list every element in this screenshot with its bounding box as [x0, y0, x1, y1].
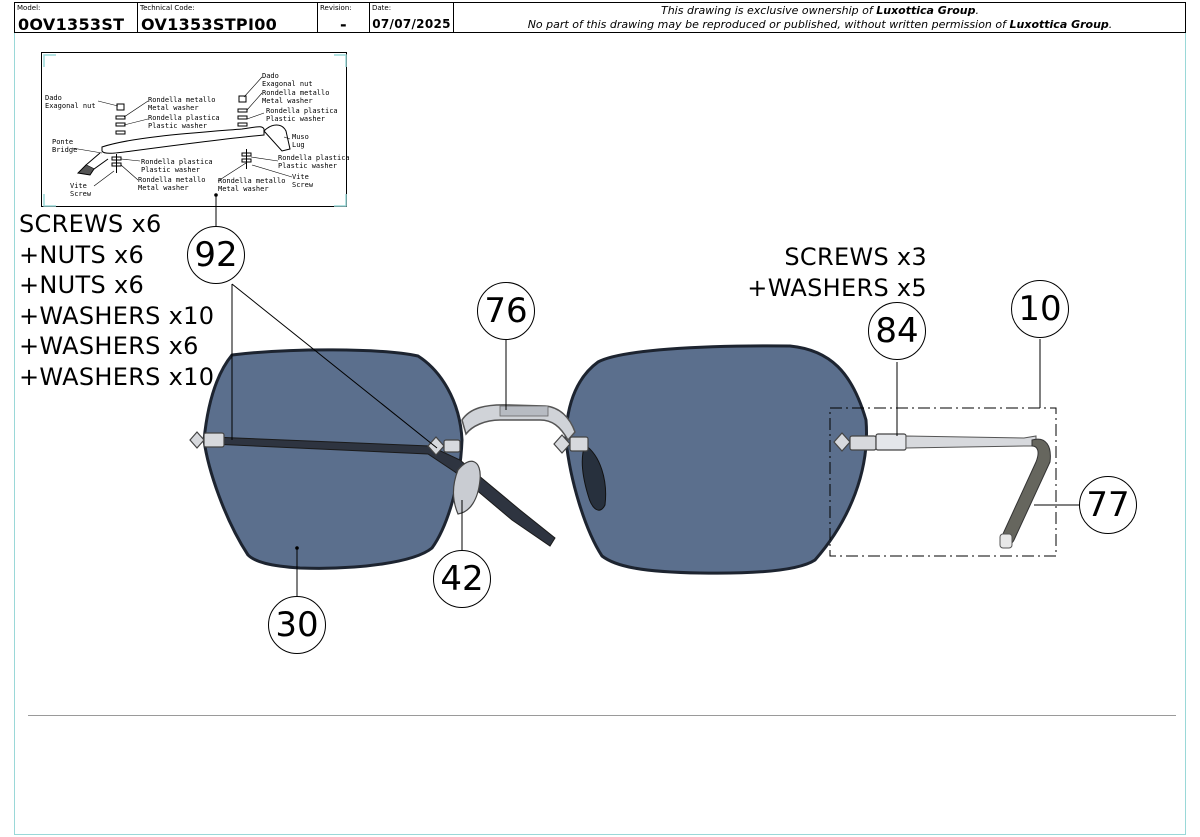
model-cell: Model: 0OV1353ST	[14, 2, 138, 34]
technical-code-label: Technical Code:	[140, 4, 195, 12]
technical-code-cell: Technical Code: OV1353STPI00	[138, 2, 318, 34]
revision-label: Revision:	[320, 4, 352, 12]
model-value: 0OV1353ST	[18, 15, 125, 34]
date-label: Date:	[372, 4, 392, 12]
temple-detail-box	[829, 407, 1057, 557]
right-nose-pad	[581, 444, 607, 511]
left-inner-stud	[427, 436, 461, 456]
note-line: +WASHERS x10	[19, 301, 215, 330]
callout-84: 84	[868, 302, 926, 360]
callout-92: 92	[187, 226, 245, 284]
footer-divider	[28, 715, 1176, 716]
model-label: Model:	[17, 4, 41, 12]
right-parts-notes: SCREWS x3 +WASHERS x5	[741, 242, 927, 303]
leader-lines	[215, 195, 1079, 596]
callout-42: 42	[433, 550, 491, 608]
note-line: +NUTS x6	[19, 271, 145, 299]
right-inner-stud	[553, 434, 589, 454]
left-outer-stud	[189, 431, 225, 449]
date-value: 07/07/2025	[372, 17, 451, 31]
leader-dot	[214, 193, 218, 197]
nose-pad	[452, 460, 481, 515]
company-name: Luxottica Group	[1009, 18, 1109, 31]
revision-value: -	[340, 15, 347, 34]
assembly-detail-drawing	[43, 54, 347, 207]
note-line: SCREWS x6	[19, 210, 162, 238]
right-temple-tip	[1001, 438, 1051, 546]
legal-cell	[454, 2, 1186, 33]
note-line: +WASHERS x5	[747, 273, 927, 302]
right-lens	[564, 344, 869, 575]
left-parts-notes: SCREWS x6 +NUTS x6 +NUTS x6 +WASHERS x10…	[19, 209, 214, 392]
note-line: +WASHERS x10	[19, 362, 215, 391]
note-line: +NUTS x6	[19, 240, 145, 269]
left-temple	[211, 436, 556, 547]
revision-cell: Revision: -	[318, 2, 370, 34]
note-line: +WASHERS x6	[19, 332, 199, 360]
callout-76: 76	[477, 282, 535, 340]
note-line: SCREWS x3	[784, 243, 927, 271]
legal-line-2: No part of this drawing may be reproduce…	[527, 18, 1113, 31]
company-name: Luxottica Group	[876, 4, 976, 17]
legal-line-1: This drawing is exclusive ownership of L…	[660, 4, 980, 17]
callout-10: 10	[1011, 280, 1069, 338]
callout-77: 77	[1079, 476, 1137, 534]
leader-dot	[295, 546, 299, 550]
date-cell: Date: 07/07/2025	[370, 2, 454, 33]
right-outer-stud	[833, 432, 907, 452]
technical-code-value: OV1353STPI00	[141, 15, 278, 34]
title-block: Model: 0OV1353ST Technical Code: OV1353S…	[14, 2, 1186, 34]
callout-30: 30	[268, 596, 326, 654]
temple-tip-end	[999, 533, 1013, 549]
right-temple	[905, 435, 1037, 449]
left-lens	[202, 348, 464, 570]
bridge-engraving	[499, 405, 549, 417]
